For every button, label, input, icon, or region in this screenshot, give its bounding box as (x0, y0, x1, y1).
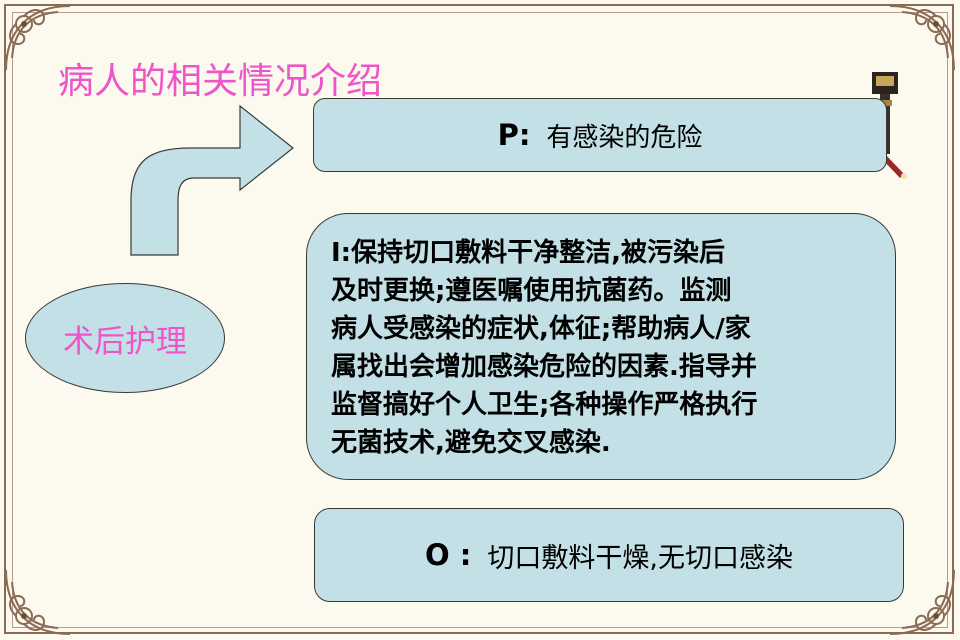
slide-border (4, 4, 954, 634)
post-op-care-ellipse: 术后护理 (25, 283, 225, 393)
corner-ornament-icon (889, 5, 955, 71)
outcome-label: O : (425, 538, 472, 572)
intervention-line: 属找出会增加感染危险的因素.指导并 (331, 352, 757, 382)
corner-ornament-icon (5, 5, 71, 71)
intervention-line: 无菌技术,避免交叉感染. (331, 428, 611, 458)
intervention-line: I:保持切口敷料干净整洁,被污染后 (331, 238, 725, 268)
problem-box: P: 有感染的危险 (313, 98, 887, 172)
outcome-box: O : 切口敷料干燥,无切口感染 (314, 508, 904, 602)
intervention-line: 及时更换;遵医嘱使用抗菌药。监测 (331, 276, 732, 306)
problem-text: 有感染的危险 (546, 122, 703, 153)
corner-ornament-icon (889, 569, 955, 635)
slide-inner-border (12, 12, 948, 628)
intervention-line: 病人受感染的症状,体征;帮助病人/家 (331, 314, 751, 344)
problem-label: P: (497, 118, 531, 152)
corner-ornament-icon (5, 569, 71, 635)
curved-arrow-icon (130, 104, 294, 256)
slide-title: 病人的相关情况介绍 (58, 61, 383, 102)
intervention-line: 监督搞好个人卫生;各种操作严格执行 (331, 390, 758, 420)
outcome-text: 切口敷料干燥,无切口感染 (487, 542, 793, 574)
intervention-box: I:保持切口敷料干净整洁,被污染后 及时更换;遵医嘱使用抗菌药。监测 病人受感染… (306, 213, 896, 480)
